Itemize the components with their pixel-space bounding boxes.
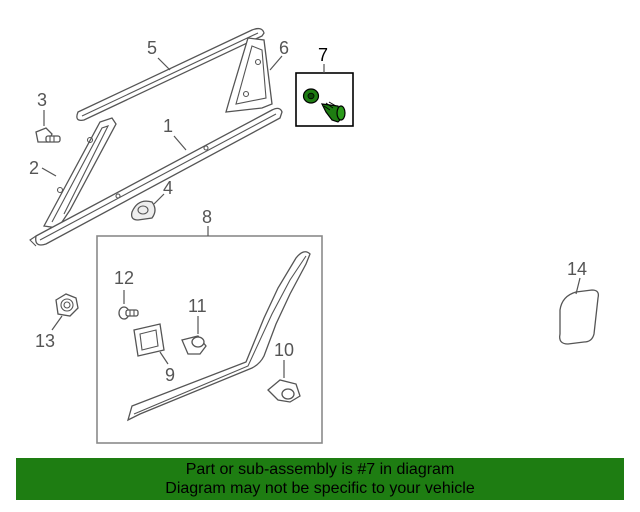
part-5-roof-molding[interactable] [76,27,265,121]
banner-line-1: Part or sub-assembly is #7 in diagram [185,461,455,478]
callout-13: 13 [35,331,55,351]
callout-5: 5 [147,38,157,58]
part-8-subassembly-box[interactable] [96,235,323,444]
callout-8: 8 [202,207,212,227]
banner-line-2: Diagram may not be specific to your vehi… [165,480,475,497]
callout-6: 6 [279,38,289,58]
part-1-belt-molding[interactable] [29,107,283,247]
part-7-highlight-box[interactable] [295,72,354,127]
callout-4: 4 [163,178,173,198]
callout-10: 10 [274,340,294,360]
callout-14: 14 [567,259,587,279]
part-8-door-molding[interactable] [126,251,311,422]
notice-banner: Part or sub-assembly is #7 in diagram Di… [16,458,624,500]
leader-2 [41,167,57,177]
callout-7: 7 [318,45,328,65]
callout-11: 11 [188,296,207,316]
leader-5 [157,57,171,71]
part-12-screw[interactable] [118,306,139,320]
part-14-fuel-door[interactable] [559,289,600,345]
callout-2: 2 [29,158,39,178]
part-4-clip[interactable] [130,200,156,221]
part-10-fastener[interactable] [267,379,301,403]
callout-12: 12 [114,268,134,288]
part-13-nut[interactable] [55,293,79,317]
part-6-rear-garnish[interactable] [225,37,273,113]
leader-1 [173,135,187,151]
callout-3: 3 [37,90,47,110]
leader-6 [269,55,283,71]
leader-9 [159,351,169,365]
leader-13 [51,315,63,331]
leader-14 [575,277,581,295]
part-3-bolt[interactable] [35,127,61,143]
callout-9: 9 [165,365,175,385]
part-9-plate[interactable] [133,323,165,357]
callout-1: 1 [163,116,173,136]
leader-4 [153,193,165,205]
part-11-push-clip[interactable] [181,335,207,355]
